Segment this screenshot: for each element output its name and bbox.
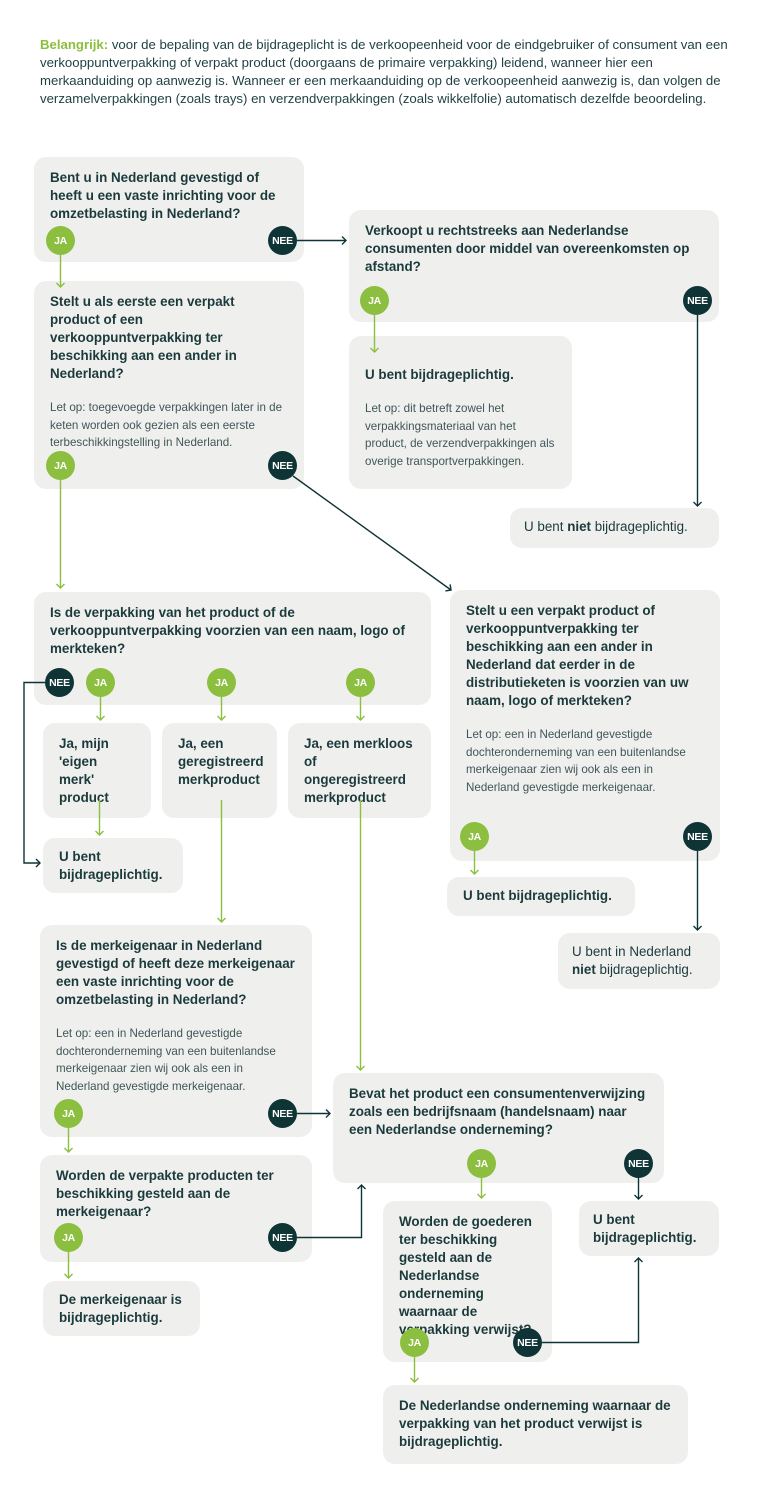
question-text: Worden de goederen ter beschikking geste… — [399, 1214, 532, 1337]
option-own-brand: Ja, mijn 'eigen merk' product — [43, 723, 151, 818]
question-direct-sales: Verkoopt u rechtstreeks aan Nederlandse … — [349, 210, 719, 322]
result-text: U bent bijdrageplichtig. — [593, 1212, 697, 1245]
yes-badge: JA — [86, 668, 115, 697]
yes-badge: JA — [460, 822, 489, 851]
result-own-brand-liable: U bent bijdrageplichtig. — [43, 838, 183, 893]
yes-badge: JA — [360, 286, 389, 315]
question-first-supply: Stelt u als eerste een verpakt product o… — [34, 281, 304, 489]
question-consumer-reference: Bevat het product een consumentenverwijz… — [333, 1073, 664, 1183]
result-post: bijdrageplichtig. — [591, 519, 688, 534]
result-text: De Nederlandse onderneming waarnaar de v… — [399, 1398, 671, 1449]
intro-body: voor de bepaling van de bijdrageplicht i… — [40, 37, 728, 106]
question-text: Bevat het product een consumentenverwijz… — [349, 1086, 646, 1137]
question-text: Worden de verpakte producten ter beschik… — [56, 1168, 274, 1219]
yes-badge: JA — [346, 668, 375, 697]
result-direct-liable: U bent bijdrageplichtig. Let op: dit bet… — [349, 336, 572, 489]
connector-no — [292, 475, 452, 592]
result-bold: niet — [572, 962, 596, 977]
no-badge: NEE — [45, 668, 74, 697]
result-note: Let op: dit betreft zowel het verpakking… — [365, 402, 555, 468]
question-supplied-to-owner: Worden de verpakte producten ter beschik… — [40, 1155, 312, 1262]
option-text: Ja, een geregistreerd merkproduct — [178, 736, 264, 787]
result-text: U bent bijdrageplichtig. — [463, 888, 612, 903]
no-badge: NEE — [268, 451, 297, 480]
question-established: Bent u in Nederland gevestigd of heeft u… — [34, 157, 304, 262]
question-text: Verkoopt u rechtstreeks aan Nederlandse … — [365, 223, 690, 274]
result-text: De merkeigenaar is bijdrageplichtig. — [59, 1292, 182, 1325]
yes-badge: JA — [46, 451, 75, 480]
question-text: Bent u in Nederland gevestigd of heeft u… — [50, 170, 276, 221]
question-note: Let op: een in Nederland gevestigde doch… — [466, 728, 686, 794]
yes-badge: JA — [207, 668, 236, 697]
question-note: Let op: een in Nederland gevestigde doch… — [56, 1027, 276, 1093]
result-nl-company-liable: De Nederlandse onderneming waarnaar de v… — [383, 1385, 688, 1464]
option-text: Ja, een merkloos of ongeregistreerd merk… — [304, 736, 413, 805]
result-brand-owner-liable: De merkeigenaar is bijdrageplichtig. — [43, 1281, 200, 1336]
no-badge: NEE — [513, 1328, 542, 1357]
result-pre: U bent in Nederland — [572, 944, 692, 959]
no-badge: NEE — [683, 822, 712, 851]
no-badge: NEE — [268, 1223, 297, 1252]
result-consumer-reference-liable: U bent bijdrageplichtig. — [579, 1201, 719, 1256]
no-badge: NEE — [268, 226, 297, 255]
result-not-liable-nl: U bent in Nederland niet bijdrageplichti… — [558, 933, 720, 989]
connector-no — [297, 1184, 366, 1239]
question-brand-owner-established: Is de merkeigenaar in Nederland gevestig… — [40, 925, 312, 1137]
yes-badge: JA — [400, 1328, 429, 1357]
question-supply-own-brand: Stelt u een verpakt product of verkooppu… — [450, 590, 720, 861]
result-supply-own-brand-liable: U bent bijdrageplichtig. — [447, 877, 635, 916]
yes-badge: JA — [46, 226, 75, 255]
intro-text: Belangrijk: voor de bepaling van de bijd… — [40, 36, 730, 108]
result-text: U bent bijdrageplichtig. — [59, 849, 163, 882]
yes-badge: JA — [54, 1223, 83, 1252]
question-note: Let op: toegevoegde verpakkingen later i… — [50, 401, 283, 449]
no-badge: NEE — [683, 286, 712, 315]
question-text: Is de verpakking van het product of de v… — [50, 605, 405, 656]
connector-no — [542, 1257, 643, 1344]
option-unregistered-brand: Ja, een merkloos of ongeregistreerd merk… — [288, 723, 431, 818]
yes-badge: JA — [54, 1099, 83, 1128]
result-text: U bent bijdrageplichtig. — [365, 367, 514, 382]
connector-no — [23, 681, 45, 868]
question-text: Stelt u een verpakt product of verkooppu… — [466, 603, 689, 708]
option-text: Ja, mijn 'eigen merk' product — [59, 736, 109, 805]
yes-badge: JA — [467, 1149, 496, 1178]
result-pre: U bent — [524, 519, 568, 534]
question-text: Stelt u als eerste een verpakt product o… — [50, 294, 237, 381]
option-registered-brand: Ja, een geregistreerd merkproduct — [162, 723, 277, 818]
result-post: bijdrageplichtig. — [595, 962, 693, 977]
no-badge: NEE — [268, 1099, 297, 1128]
result-bold: niet — [567, 519, 591, 534]
question-text: Is de merkeigenaar in Nederland gevestig… — [56, 938, 295, 1007]
result-direct-not-liable: U bent niet bijdrageplichtig. — [510, 508, 719, 548]
intro-highlight: Belangrijk: — [40, 37, 109, 52]
no-badge: NEE — [624, 1149, 653, 1178]
